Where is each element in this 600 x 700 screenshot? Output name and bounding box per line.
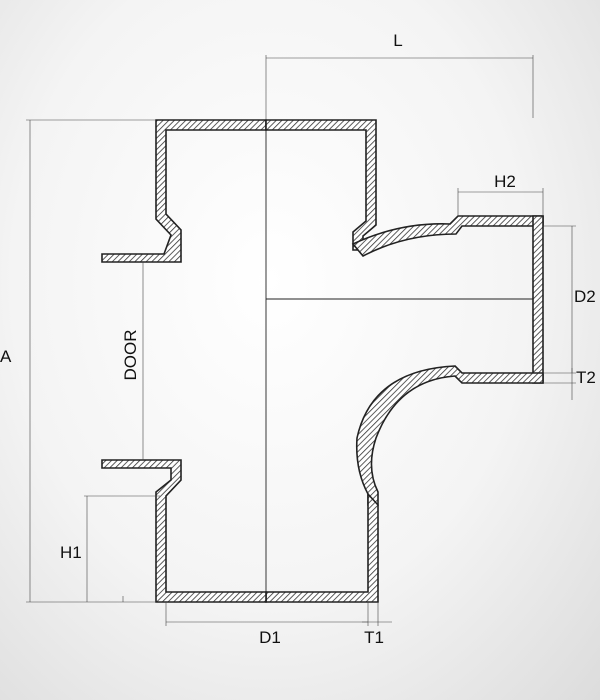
branch-end-wall (532, 215, 544, 384)
right-wall-upper (265, 119, 377, 251)
label-h1: H1 (60, 543, 82, 562)
branch-lower-wall (355, 365, 544, 506)
label-l: L (393, 31, 402, 50)
left-wall-upper (101, 119, 267, 263)
branch-upper-wall (351, 215, 544, 258)
label-h2: H2 (494, 172, 516, 191)
label-door: DOOR (121, 330, 140, 381)
label-d2: D2 (574, 287, 596, 306)
right-wall-lower (265, 491, 379, 603)
left-wall-lower (101, 459, 267, 603)
label-a: A (0, 347, 12, 366)
label-d1: D1 (259, 628, 281, 647)
label-t1: T1 (364, 628, 384, 647)
label-t2: T2 (576, 368, 596, 387)
